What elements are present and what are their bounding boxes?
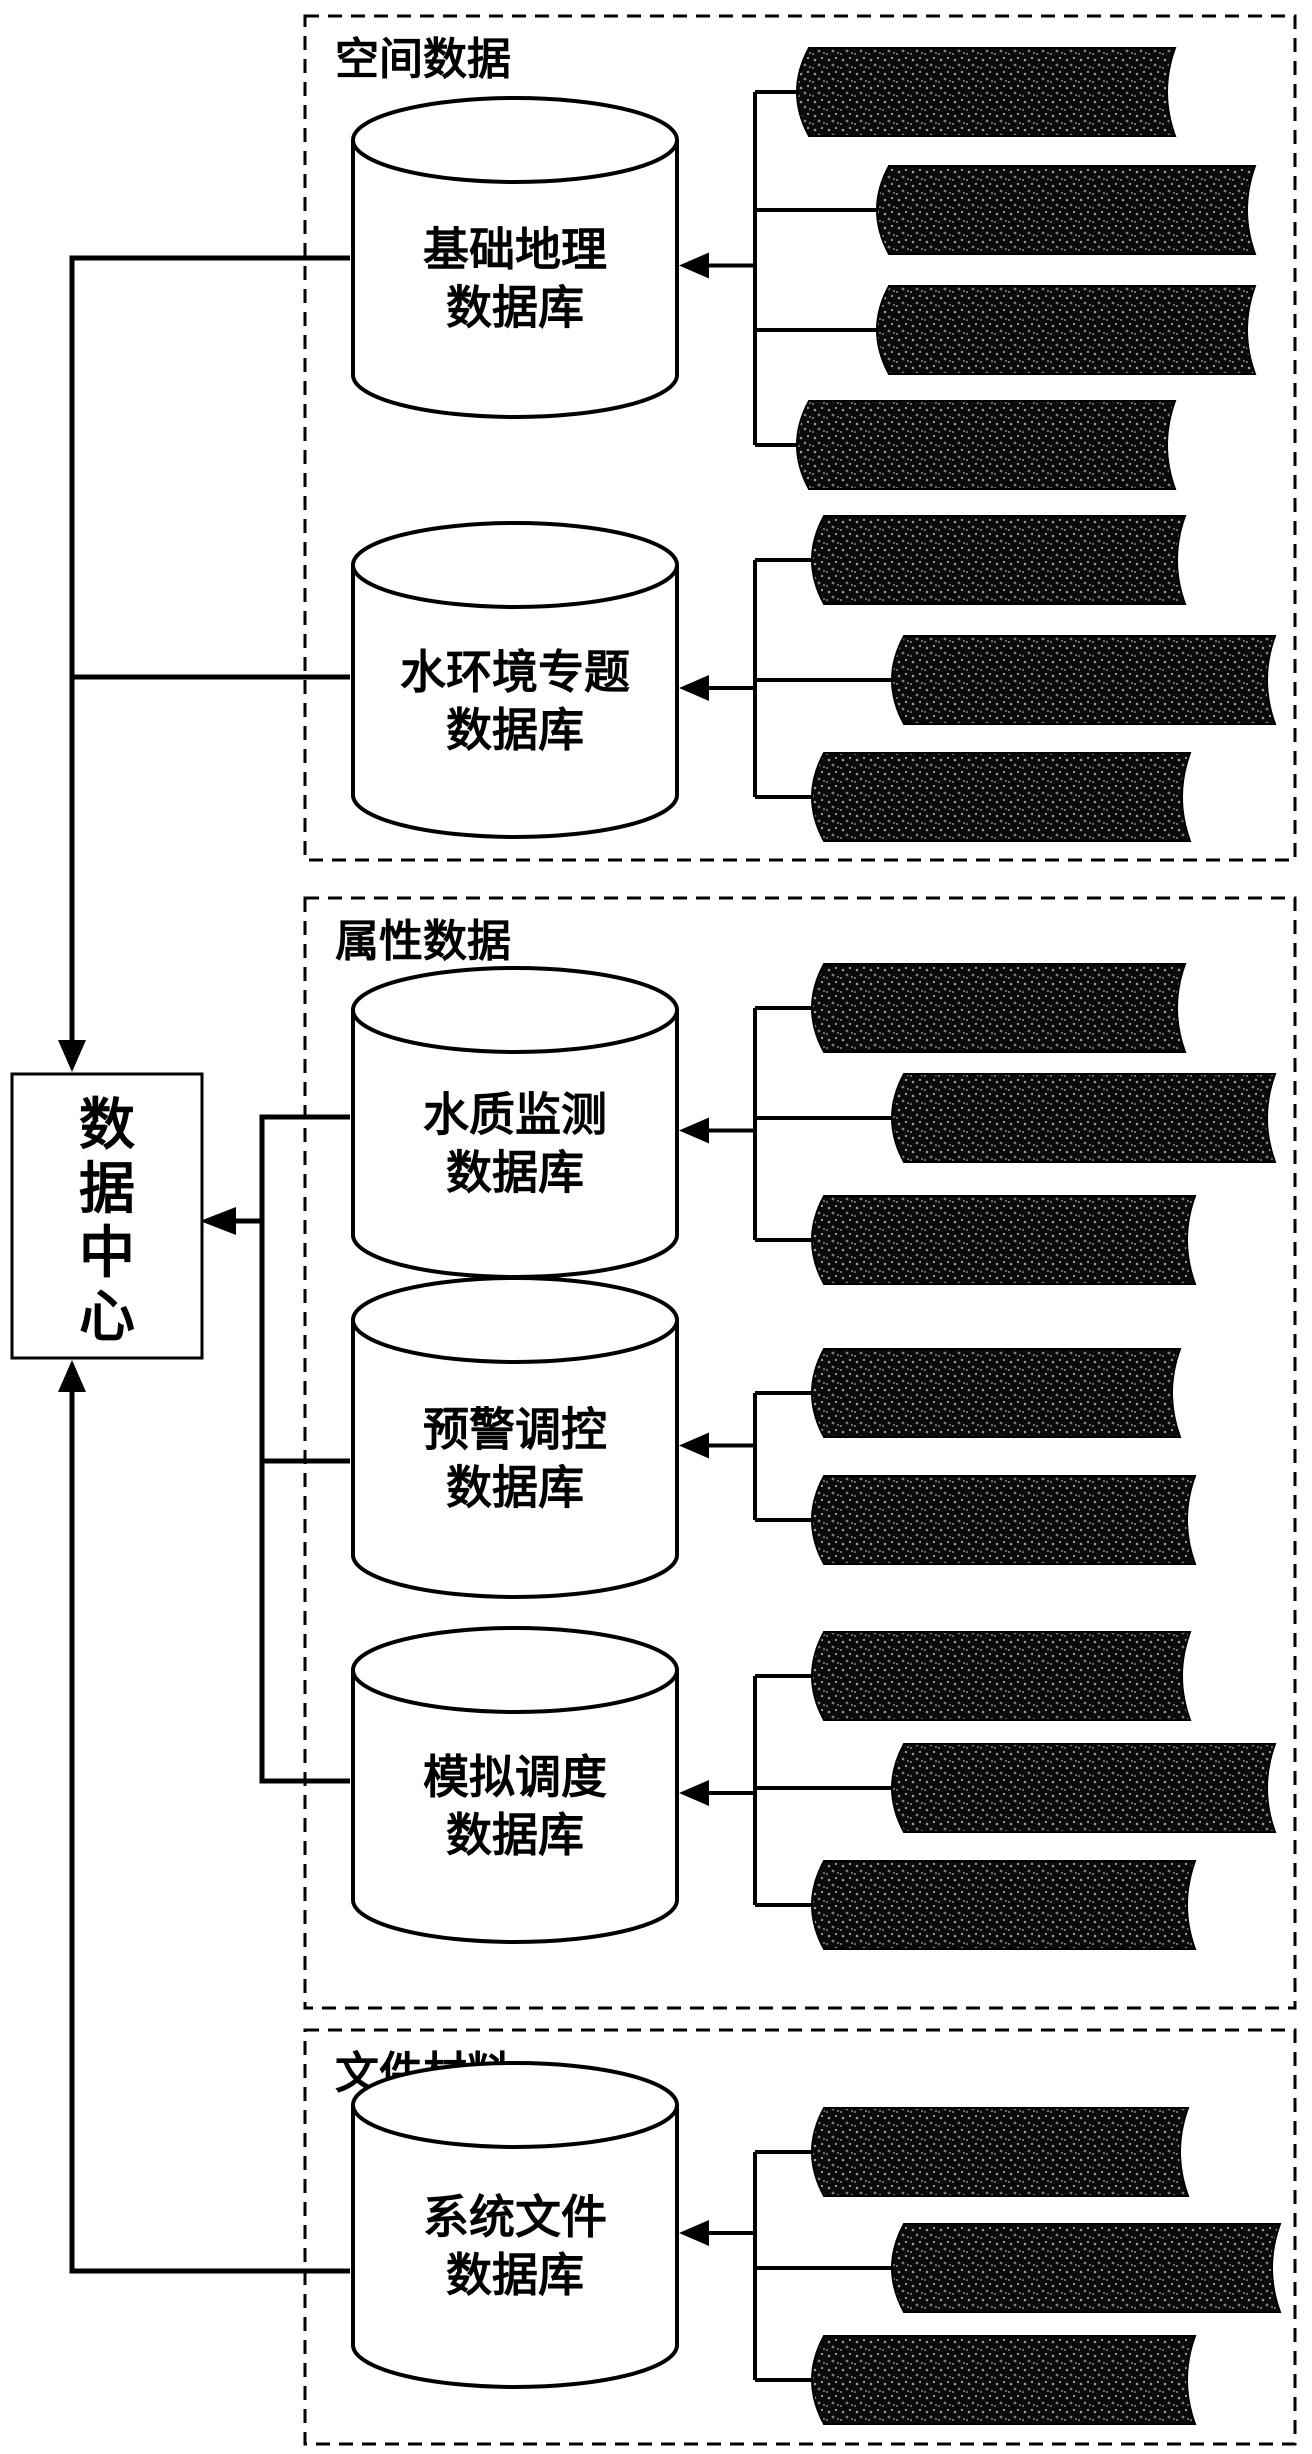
data-source-ribbon (876, 165, 1257, 255)
group-dashed-border (303, 2028, 1297, 2446)
data-source-ribbon (891, 635, 1277, 725)
data-source-ribbon (811, 2335, 1197, 2425)
arrow-left-to-database (679, 1432, 709, 1459)
data-source-ribbon (876, 285, 1257, 375)
database-name: 基础地理 (423, 223, 607, 277)
data-source-ribbon (811, 1860, 1197, 1950)
data-center-char: 据 (79, 1157, 135, 1222)
arrow-up-to-data-center (58, 1360, 86, 1392)
attribute-connector (259, 1114, 350, 1784)
cylinder-top (351, 521, 679, 609)
data-source-ribbon (796, 47, 1177, 137)
source-connector (679, 1348, 1197, 1565)
data-source-ribbon (811, 1348, 1182, 1438)
data-source-ribbon (811, 1195, 1197, 1285)
data-center: 数 据 中 心 (10, 1072, 204, 1360)
group-dashed-border (303, 14, 1297, 862)
cylinder-body (351, 1320, 679, 1599)
database-name: 模拟调度 (423, 1750, 607, 1804)
cylinder-top (351, 966, 679, 1054)
cylinder-body (351, 565, 679, 839)
database-name-suffix: 数据库 (446, 1146, 584, 1200)
group-container: 空间数据 (303, 14, 1297, 862)
group-container: 属性数据 (303, 896, 1297, 2010)
cylinder-body (351, 140, 679, 419)
source-connector (679, 1631, 1277, 1950)
source-connector (679, 963, 1277, 1285)
database-name-suffix: 数据库 (446, 1461, 584, 1515)
group-dashed-border (303, 896, 1297, 2010)
spatial-connector (69, 255, 350, 1062)
data-center-char: 中 (79, 1221, 135, 1286)
data-center-char: 数 (79, 1093, 135, 1158)
data-center-char: 心 (79, 1285, 135, 1350)
arrow-left-to-database (679, 2220, 709, 2246)
arrow-left-to-database (679, 1780, 709, 1806)
data-source-ribbon (891, 2223, 1282, 2313)
group-title: 属性数据 (335, 916, 511, 967)
file-connector (69, 1365, 350, 2274)
arrow-left-to-database (679, 1117, 709, 1144)
database-name-suffix: 数据库 (446, 2248, 584, 2302)
data-source-ribbon (796, 400, 1177, 490)
arrow-left-to-database (679, 252, 709, 279)
data-source-ribbon (811, 1631, 1192, 1721)
data-source-ribbon (811, 2107, 1190, 2197)
database-name-suffix: 数据库 (446, 1808, 584, 1862)
database-name: 水质监测 (423, 1088, 607, 1142)
data-source-ribbon (811, 752, 1192, 842)
data-center-box (10, 1072, 204, 1360)
data-source-ribbon (891, 1743, 1277, 1833)
database-name: 水环境专题 (400, 645, 630, 699)
source-connector (679, 47, 1257, 490)
data-source-ribbon (811, 963, 1187, 1053)
arrow-down-to-data-center (58, 1040, 86, 1072)
arrow-left-to-database (679, 675, 709, 701)
database-name: 系统文件 (423, 2190, 607, 2244)
group-title: 空间数据 (335, 34, 511, 85)
database-name: 预警调控 (423, 1403, 607, 1457)
cylinder-body (351, 1670, 679, 1944)
source-connector (679, 2107, 1282, 2425)
cylinder-top (351, 2061, 679, 2149)
source-connector (679, 515, 1277, 842)
data-source-ribbon (891, 1073, 1277, 1163)
cylinder-top (351, 96, 679, 184)
database-name-suffix: 数据库 (446, 703, 584, 757)
cylinder-body (351, 2105, 679, 2389)
cylinder-top (351, 1276, 679, 1364)
data-source-ribbon (811, 515, 1187, 605)
connector-lines (58, 255, 350, 2274)
cylinder-top (351, 1626, 679, 1714)
arrow-left-to-data-center (200, 1207, 236, 1235)
database-name-suffix: 数据库 (446, 281, 584, 335)
data-source-ribbon (811, 1475, 1197, 1565)
